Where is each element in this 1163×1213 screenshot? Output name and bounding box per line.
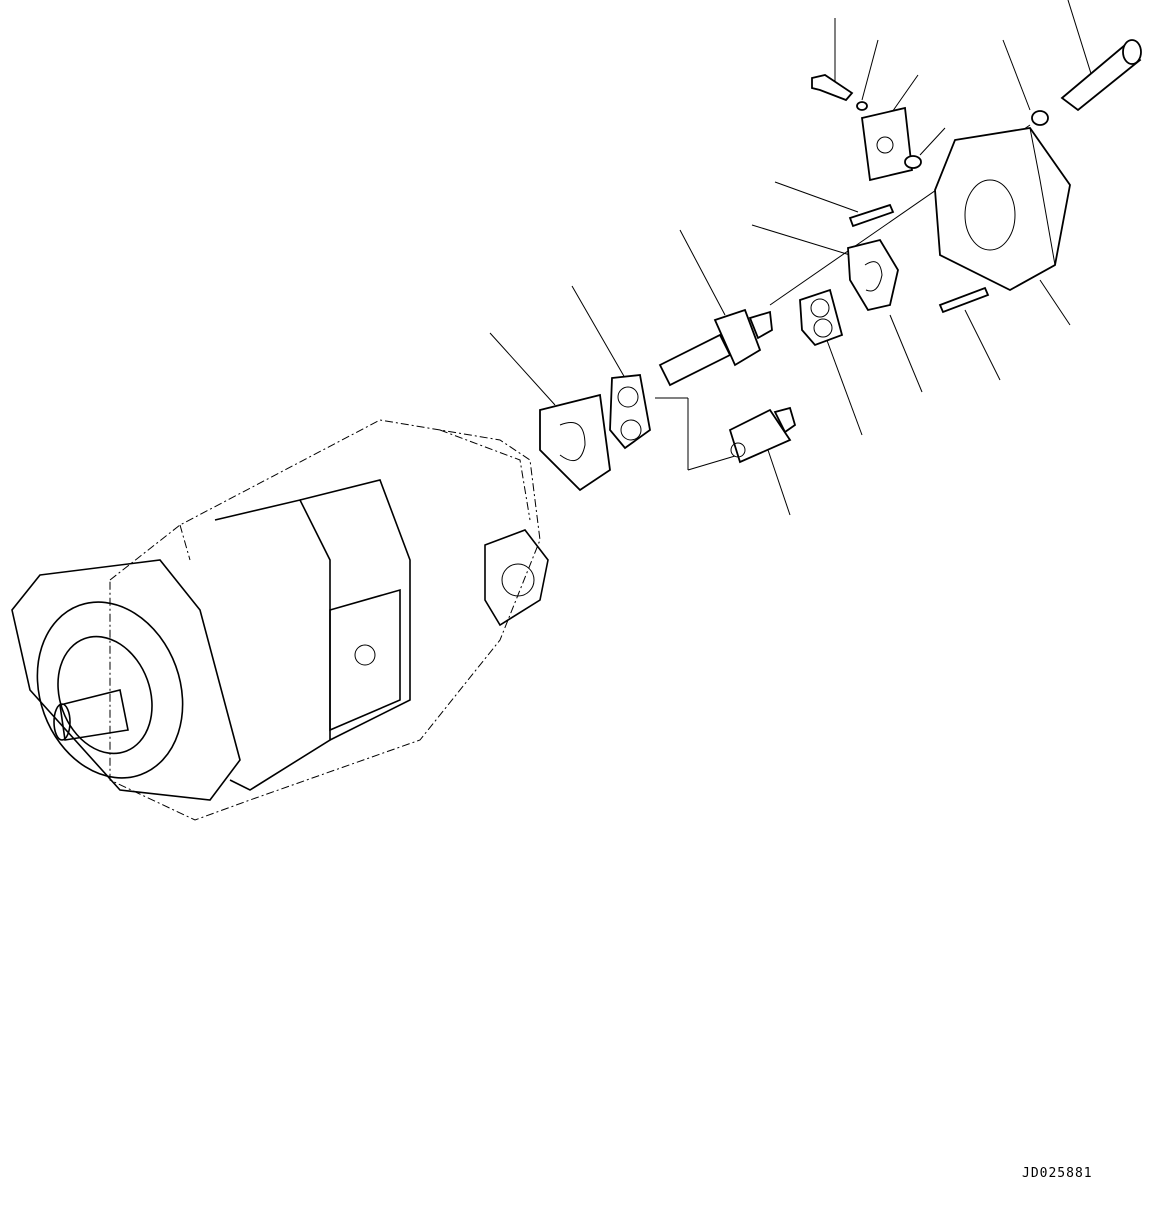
seals (847, 238, 899, 312)
drawing-reference-code: JD025881 (1022, 1166, 1093, 1181)
thrust-plate (799, 288, 844, 347)
driven-gear (728, 406, 797, 464)
leader-lines (489, 0, 1094, 516)
pump-body (11, 419, 549, 821)
flange-plate (861, 106, 913, 182)
dowel-pins (848, 203, 990, 314)
bolts (811, 39, 1142, 112)
drive-shaft-gear (658, 308, 773, 387)
washers (856, 101, 1049, 126)
gasket (539, 393, 611, 492)
side-plate (609, 374, 651, 450)
cover (934, 127, 1071, 292)
o-ring (904, 155, 922, 169)
